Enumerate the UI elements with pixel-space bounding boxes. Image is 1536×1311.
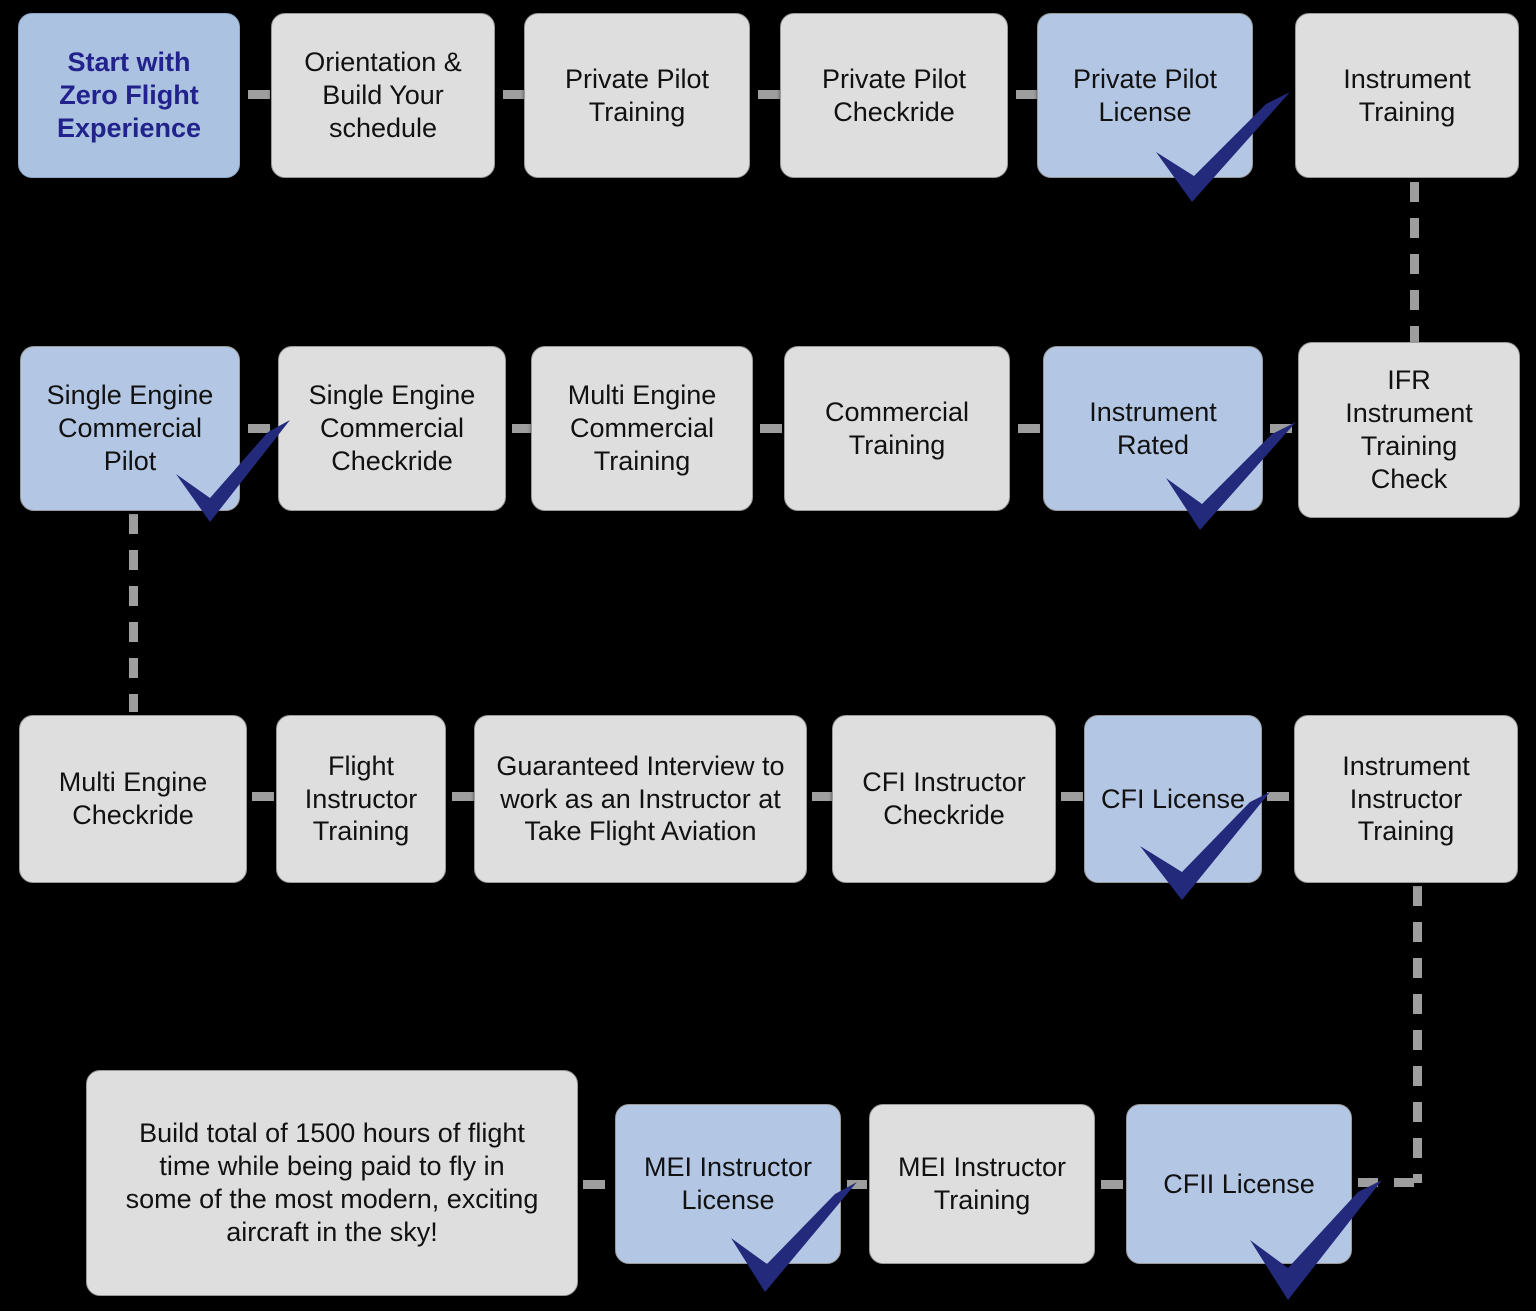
node-label: Start with Zero Flight Experience <box>56 47 202 143</box>
connector-n15-n16 <box>812 792 834 801</box>
node-orientation-build-your-schedule[interactable]: Orientation & Build Your schedule <box>271 13 495 178</box>
node-label: CFI License <box>1100 783 1246 814</box>
node-label: CFII License <box>1163 1168 1315 1199</box>
connector-n1-n2 <box>248 90 270 99</box>
connector-n20-n21 <box>847 1180 867 1189</box>
node-label: Private Pilot Training <box>564 63 710 127</box>
node-label: MEI Instructor License <box>643 1152 813 1215</box>
node-label: MEI Instructor Training <box>897 1152 1067 1215</box>
connector-n4-n5 <box>1016 90 1038 99</box>
node-label: Single Engine Commercial Checkride <box>308 380 476 476</box>
node-single-engine-commercial-checkride[interactable]: Single Engine Commercial Checkride <box>278 346 506 511</box>
node-label: Multi Engine Commercial Training <box>567 380 717 476</box>
node-multi-engine-checkride[interactable]: Multi Engine Checkride <box>19 715 247 883</box>
node-ifr-instrument-training-check[interactable]: IFR Instrument Training Check <box>1298 342 1520 518</box>
node-mei-instructor-license[interactable]: MEI Instructor License <box>615 1104 841 1264</box>
node-label: Single Engine Commercial Pilot <box>46 380 214 476</box>
connector-n11-n12 <box>1270 424 1292 433</box>
node-commercial-training[interactable]: Commercial Training <box>784 346 1010 511</box>
connector-n17-n18 <box>1267 792 1289 801</box>
node-instrument-rated[interactable]: Instrument Rated <box>1043 346 1263 511</box>
connector-n8-n9 <box>512 424 532 433</box>
connector-n16-n17 <box>1061 792 1083 801</box>
node-private-pilot-checkride[interactable]: Private Pilot Checkride <box>780 13 1008 178</box>
node-multi-engine-commercial-training[interactable]: Multi Engine Commercial Training <box>531 346 753 511</box>
connector-dashed-n7-n13 <box>129 514 138 712</box>
node-label: Guaranteed Interview to work as an Instr… <box>496 750 785 847</box>
node-label: Private Pilot Checkride <box>821 63 967 127</box>
connector-n13-n14 <box>252 792 274 801</box>
connector-n19-n20 <box>583 1180 605 1189</box>
node-single-engine-commercial-pilot[interactable]: Single Engine Commercial Pilot <box>20 346 240 511</box>
node-private-pilot-training[interactable]: Private Pilot Training <box>524 13 750 178</box>
connector-n3-n4 <box>758 90 780 99</box>
node-build-total-1500-hours[interactable]: Build total of 1500 hours of flight time… <box>86 1070 578 1296</box>
connector-n2-n3 <box>503 90 525 99</box>
connector-n10-n11 <box>1018 424 1040 433</box>
connector-n7-n8 <box>248 424 270 433</box>
connector-dashed-n18-n22-vertical <box>1413 886 1422 1183</box>
node-flight-instructor-training[interactable]: Flight Instructor Training <box>276 715 446 883</box>
node-label: Private Pilot License <box>1072 63 1218 127</box>
connector-n9-n10 <box>760 424 782 433</box>
connector-n21-n22 <box>1101 1180 1123 1189</box>
node-mei-instructor-training[interactable]: MEI Instructor Training <box>869 1104 1095 1264</box>
node-cfii-license[interactable]: CFII License <box>1126 1104 1352 1264</box>
node-guaranteed-interview[interactable]: Guaranteed Interview to work as an Instr… <box>474 715 807 883</box>
node-label: Multi Engine Checkride <box>58 767 208 830</box>
node-label: IFR Instrument Training Check <box>1345 365 1473 494</box>
node-cfi-license[interactable]: CFI License <box>1084 715 1262 883</box>
node-label: Instrument Instructor Training <box>1342 750 1470 847</box>
connector-n14-n15 <box>452 792 474 801</box>
node-label: Build total of 1500 hours of flight time… <box>125 1118 539 1247</box>
connector-dashed-n18-n22-horizontal <box>1358 1178 1418 1187</box>
node-label: Instrument Training <box>1343 63 1471 127</box>
node-instrument-training[interactable]: Instrument Training <box>1295 13 1519 178</box>
node-label: CFI Instructor Checkride <box>862 767 1026 830</box>
node-instrument-instructor-training[interactable]: Instrument Instructor Training <box>1294 715 1518 883</box>
node-private-pilot-license[interactable]: Private Pilot License <box>1037 13 1253 178</box>
node-label: Commercial Training <box>824 396 970 460</box>
connector-dashed-n6-n12 <box>1410 182 1419 342</box>
node-label: Instrument Rated <box>1089 396 1217 460</box>
node-label: Orientation & Build Your schedule <box>304 47 462 143</box>
node-label: Flight Instructor Training <box>304 750 418 847</box>
node-start-with-zero-flight-experience[interactable]: Start with Zero Flight Experience <box>18 13 240 178</box>
node-cfi-instructor-checkride[interactable]: CFI Instructor Checkride <box>832 715 1056 883</box>
